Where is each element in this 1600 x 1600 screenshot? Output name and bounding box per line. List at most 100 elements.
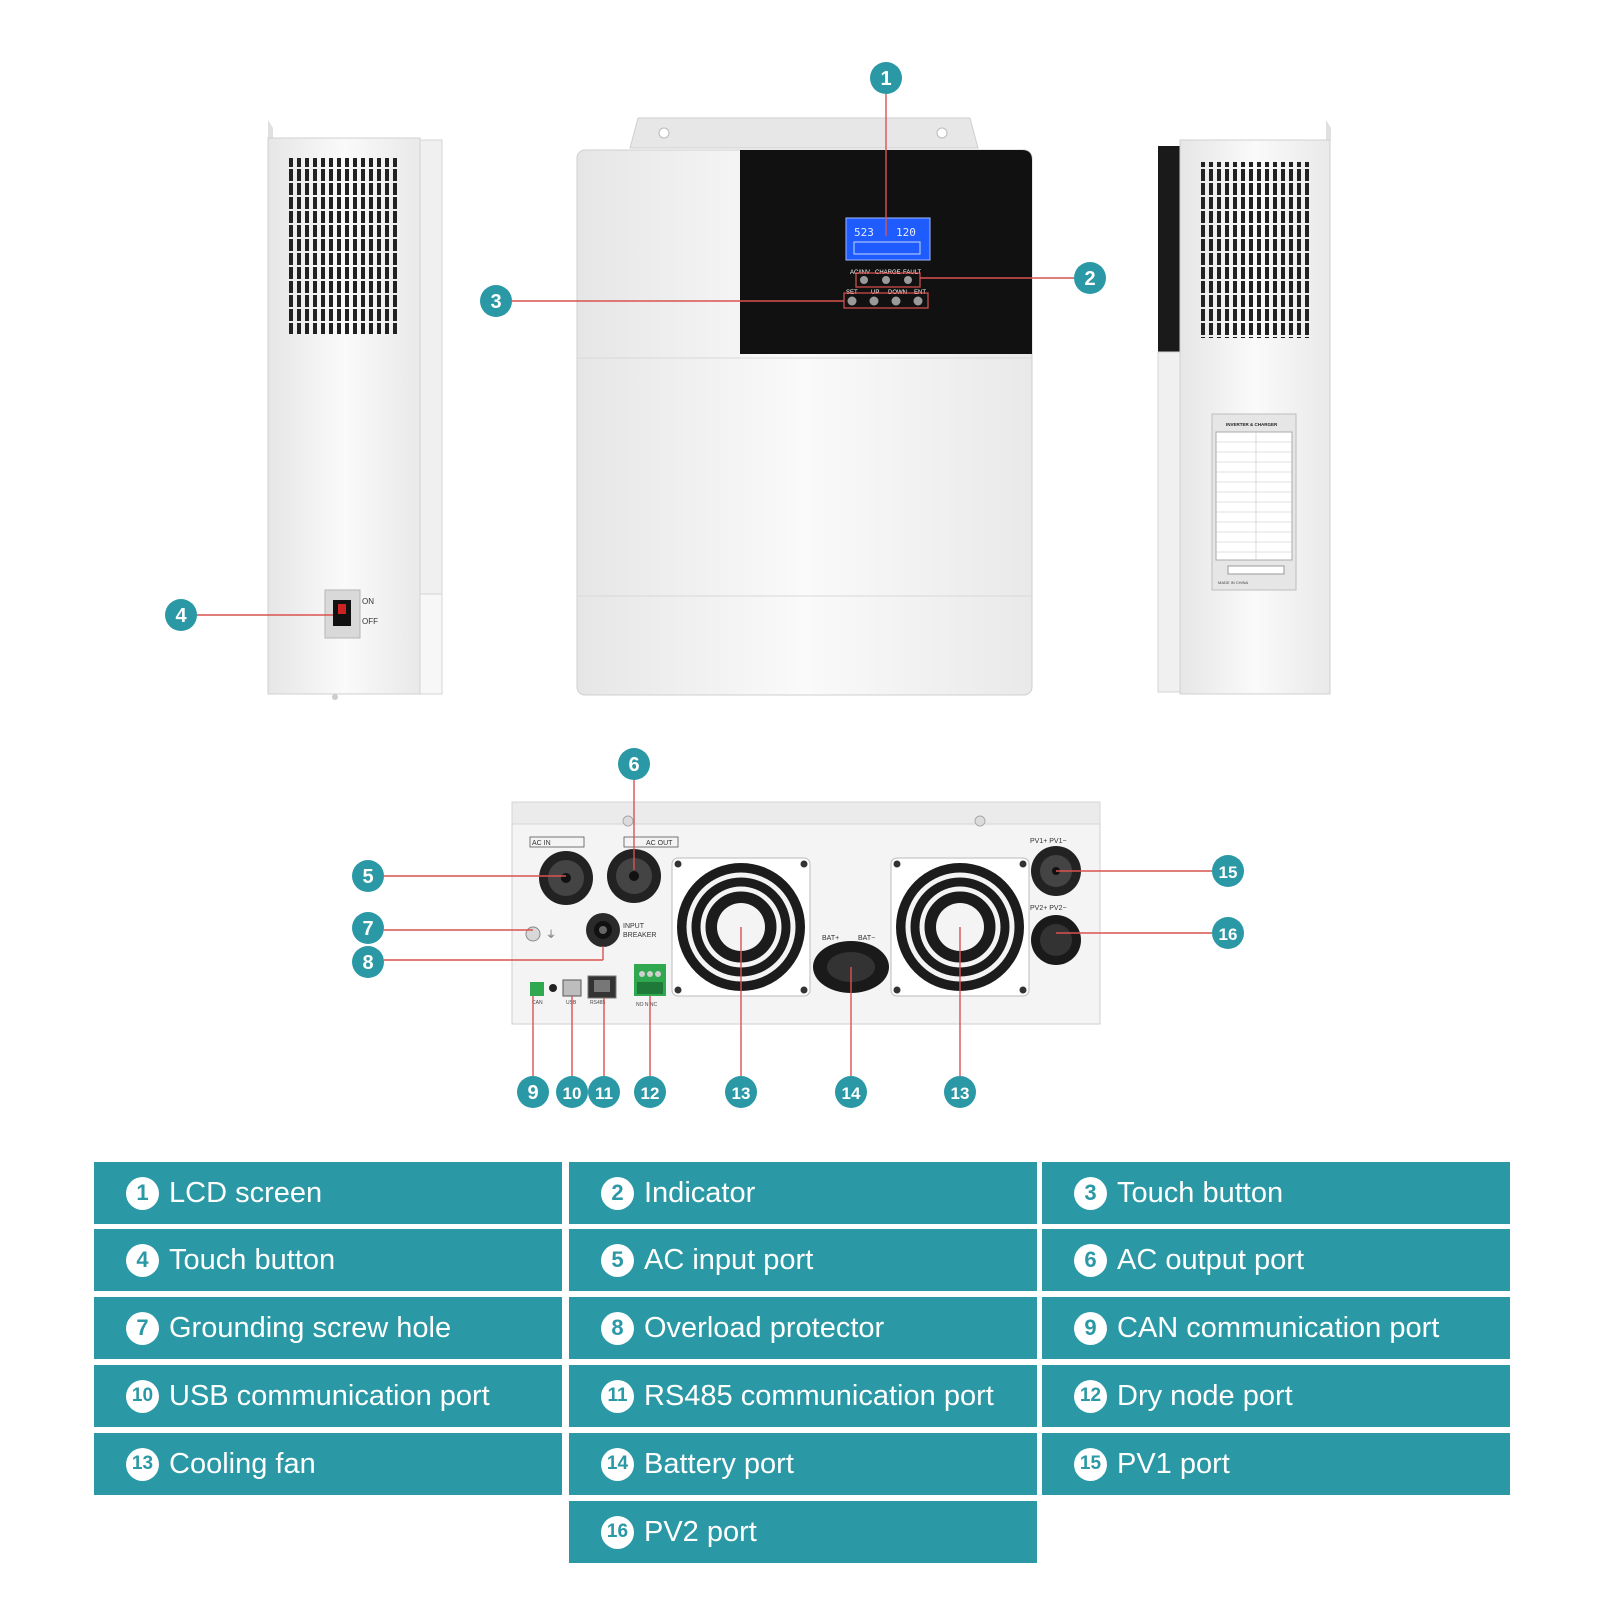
legend-number-badge: 8: [601, 1311, 634, 1345]
legend-label: Grounding screw hole: [169, 1311, 452, 1344]
lcd-readout-1: 523: [854, 226, 874, 239]
lcd-readout-2: 120: [896, 226, 916, 239]
touch-buttons[interactable]: [847, 296, 923, 306]
spec-label-made-in: MADE IN CHINA: [1218, 580, 1249, 585]
left-side-view: ON OFF: [267, 120, 443, 700]
switch-on-label: ON: [362, 597, 374, 606]
legend-item: 6 AC output port: [1042, 1229, 1510, 1291]
callout-badge-15: 15: [1212, 855, 1244, 887]
can-port[interactable]: [530, 982, 544, 996]
callout-badge-10: 10: [556, 1076, 588, 1108]
ac-input-gland[interactable]: [539, 851, 593, 905]
vent-grille: [289, 158, 399, 334]
legend-number-badge: 3: [1074, 1176, 1107, 1210]
cooling-fan-left: [671, 857, 811, 997]
front-view: 523 120 AC/INV CHARGE FAULT SET UP DOWN …: [576, 117, 1033, 696]
legend-number-badge: 12: [1074, 1379, 1107, 1413]
legend-number-badge: 5: [601, 1243, 634, 1277]
callout-number: 3: [490, 291, 501, 313]
leader-lines: [194, 94, 1212, 1076]
callout-badge-4: 4: [165, 599, 197, 631]
legend-label: AC output port: [1117, 1243, 1304, 1276]
callout-number: 12: [641, 1084, 660, 1103]
legend-number-badge: 10: [126, 1379, 159, 1413]
input-breaker-label-2: BREAKER: [623, 932, 656, 939]
callout-badge-1: 1: [870, 62, 902, 94]
switch-off-label: OFF: [362, 617, 378, 626]
callout-badge-2: 2: [1074, 262, 1106, 294]
down-button[interactable]: [891, 296, 901, 306]
callout-number: 8: [362, 952, 373, 974]
legend-number-badge: 14: [601, 1447, 634, 1481]
ac-output-gland[interactable]: [607, 849, 661, 903]
legend-label: AC input port: [644, 1243, 814, 1276]
legend-label: LCD screen: [169, 1176, 323, 1209]
legend-label: Cooling fan: [169, 1447, 316, 1480]
callout-number: 7: [362, 918, 373, 940]
callout-badge-11: 11: [588, 1076, 620, 1108]
ground-symbol: ⏚: [546, 929, 556, 941]
indicator-leds: [860, 276, 912, 284]
legend-number-badge: 15: [1074, 1447, 1107, 1481]
legend-number-badge: 13: [126, 1447, 159, 1481]
callout-badge-14: 14: [835, 1076, 867, 1108]
callout-number: 10: [563, 1084, 582, 1103]
callout-badge-16: 16: [1212, 917, 1244, 949]
rs485-port-label: RS485: [590, 1000, 606, 1006]
legend-label: PV1 port: [1117, 1447, 1230, 1480]
legend-item: 5 AC input port: [569, 1229, 1037, 1291]
ac-in-label: AC IN: [532, 840, 551, 847]
legend-item: 13 Cooling fan: [94, 1433, 562, 1495]
callout-number: 15: [1219, 863, 1238, 882]
legend-item: 12 Dry node port: [1042, 1365, 1510, 1427]
callout-number: 1: [880, 68, 891, 90]
legend-number-badge: 9: [1074, 1311, 1107, 1345]
bat-minus-label: BAT−: [858, 935, 875, 942]
input-breaker[interactable]: [586, 913, 620, 947]
pv1-label: PV1+ PV1−: [1030, 838, 1067, 845]
spec-label-sheet: INVERTER & CHARGER MADE IN CHINA: [1211, 413, 1297, 591]
bat-plus-label: BAT+: [822, 935, 839, 942]
callout-badge-13: 13: [944, 1076, 976, 1108]
legend-item: 9 CAN communication port: [1042, 1297, 1510, 1359]
callout-number: 5: [362, 866, 373, 888]
legend-item: 15 PV1 port: [1042, 1433, 1510, 1495]
bottom-view: AC IN AC OUT ⏚ INPUT BREAKER CAN USB RS4…: [511, 801, 1101, 1025]
legend-label: Dry node port: [1117, 1379, 1293, 1412]
callout-badge-8: 8: [352, 946, 384, 978]
legend-number-badge: 11: [601, 1379, 634, 1413]
ground-screw: [525, 926, 541, 942]
can-port-label: CAN: [532, 1000, 543, 1006]
spec-label-title: INVERTER & CHARGER: [1226, 422, 1278, 427]
dry-node-label: NO N NC: [636, 1002, 658, 1008]
usb-port[interactable]: [562, 979, 582, 997]
power-switch[interactable]: [324, 589, 361, 639]
callout-number: 11: [595, 1084, 613, 1103]
legend-item: 14 Battery port: [569, 1433, 1037, 1495]
legend-label: Battery port: [644, 1447, 794, 1480]
legend-number-badge: 6: [1074, 1243, 1107, 1277]
ent-button[interactable]: [913, 296, 923, 306]
callout-badge-9: 9: [517, 1076, 549, 1108]
pv2-port[interactable]: [1031, 915, 1081, 965]
legend-label: RS485 communication port: [644, 1379, 994, 1412]
up-button[interactable]: [869, 296, 879, 306]
callout-number: 6: [628, 754, 639, 776]
callout-badge-7: 7: [352, 912, 384, 944]
legend-label: Indicator: [644, 1176, 756, 1209]
legend-label: CAN communication port: [1117, 1311, 1440, 1344]
legend-label: PV2 port: [644, 1515, 757, 1548]
set-button[interactable]: [847, 296, 857, 306]
vent-grille-right: [1200, 162, 1310, 338]
callout-badge-3: 3: [480, 285, 512, 317]
legend-number-badge: 4: [126, 1243, 159, 1277]
callout-badge-5: 5: [352, 860, 384, 892]
callout-number: 4: [175, 605, 187, 627]
ac-out-label: AC OUT: [646, 840, 673, 847]
callout-number: 2: [1084, 268, 1095, 290]
